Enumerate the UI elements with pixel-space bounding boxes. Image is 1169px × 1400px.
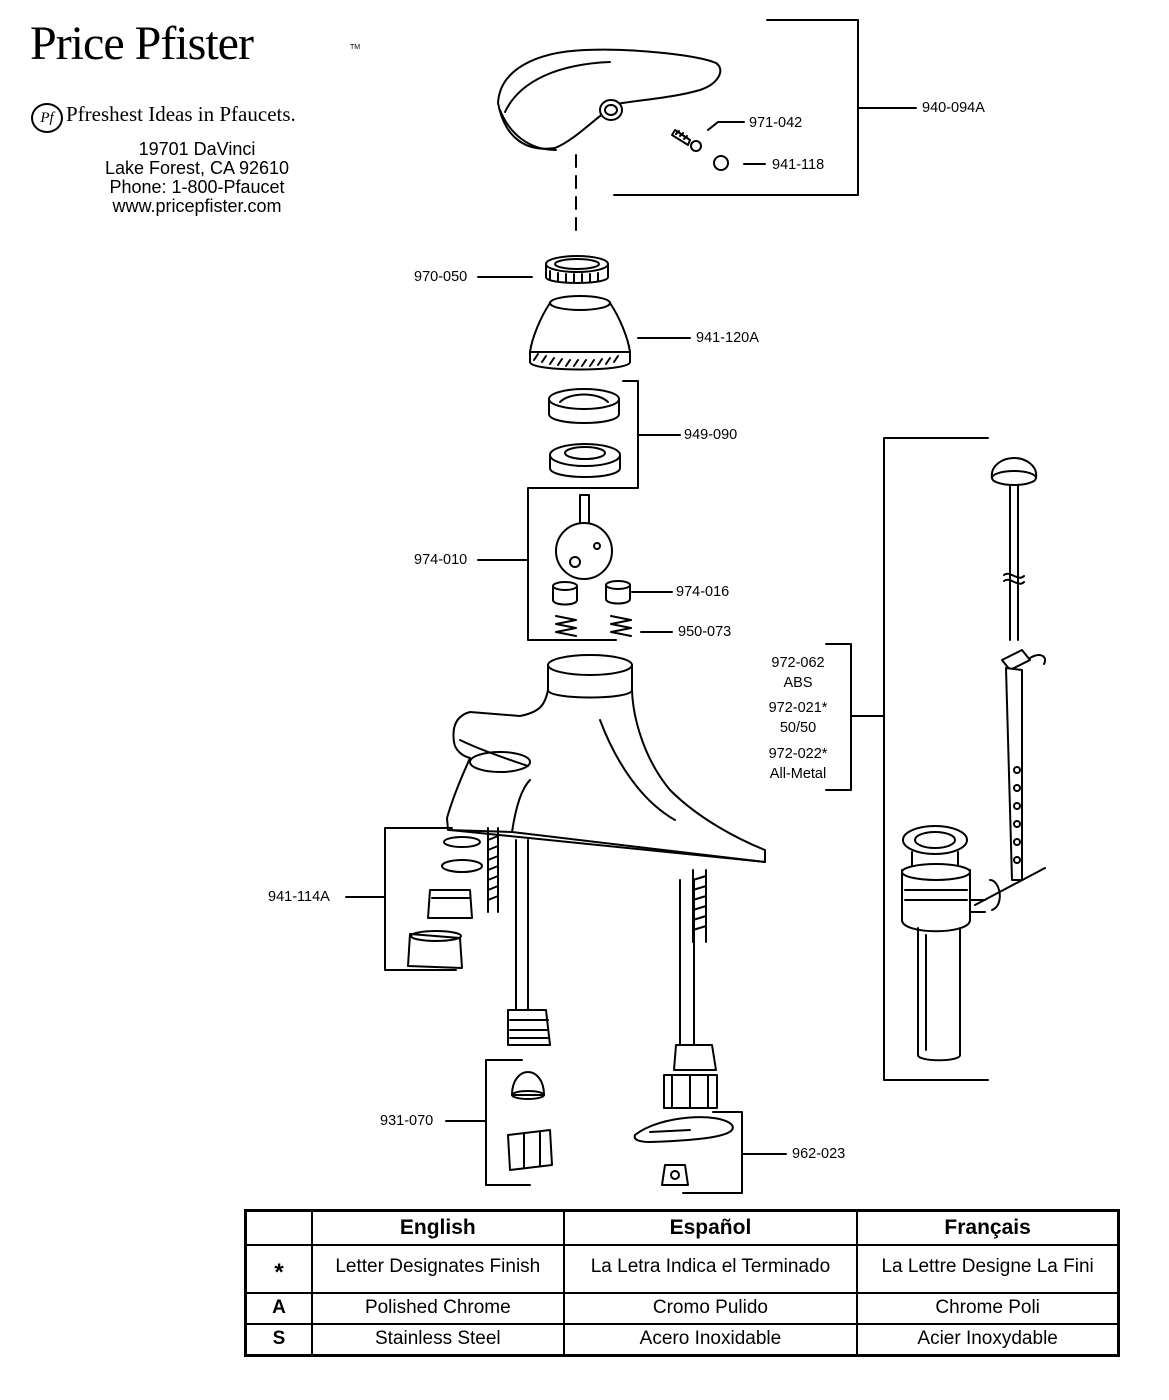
part-label-drain-abs: 972-062 ABS (756, 655, 840, 691)
part-label-seats: 974-016 (676, 584, 730, 600)
part-label-screw: 971-042 (749, 115, 803, 131)
legend-header-french: Français (856, 1209, 1120, 1246)
drain-abs-number: 972-062 (771, 655, 825, 671)
legend-cell-french: Acier Inoxydable (856, 1322, 1120, 1357)
gasket-drawing (633, 1116, 734, 1186)
legend-cell-spanish: Cromo Pulido (562, 1292, 859, 1325)
cap-drawing (529, 295, 631, 371)
aerator-bracket (384, 827, 457, 971)
legend-cell-spanish: Acero Inoxidable (562, 1322, 859, 1357)
legend-header-english: English (311, 1209, 565, 1246)
button-drawing (713, 155, 729, 171)
cam-packing-bracket (527, 380, 639, 641)
legend-row: * Letter Designates Finish La Letra Indi… (244, 1244, 1120, 1294)
pf-logo-icon: Pf (31, 103, 63, 133)
legend-row: S Stainless Steel Acero Inoxidable Acier… (244, 1322, 1120, 1357)
part-label-drain-metal: 972-022* All-Metal (756, 746, 840, 782)
part-label-button: 941-118 (772, 157, 825, 173)
packing-drawing (549, 443, 621, 478)
legend-header-key (244, 1209, 313, 1246)
address-phone: Phone: 1-800-Pfaucet (109, 177, 285, 197)
legend-cell-french: Chrome Poli (856, 1292, 1120, 1325)
legend-cell-english: Polished Chrome (311, 1292, 565, 1325)
supply-line-right-drawing (663, 869, 718, 1109)
address-website: www.pricepfister.com (112, 196, 282, 216)
drain-rod-drawing (974, 649, 1046, 911)
fittings-bracket (485, 1059, 531, 1186)
adjusting-ring-drawing (545, 255, 609, 284)
supply-fittings-drawing (507, 1071, 553, 1171)
cam-drawing (548, 388, 620, 424)
part-label-adjusting-ring: 970-050 (414, 269, 468, 285)
part-label-aerator: 941-114A (268, 889, 330, 905)
part-label-fittings: 931-070 (380, 1113, 434, 1129)
handle-drawing (497, 48, 722, 151)
part-label-cam-packing: 949-090 (684, 427, 738, 443)
part-label-drain-5050: 972-021* 50/50 (756, 700, 840, 736)
supply-line-left-drawing (487, 827, 551, 1046)
aerator-drawing (407, 836, 483, 969)
legend-row: A Polished Chrome Cromo Pulido Chrome Po… (244, 1292, 1120, 1325)
part-label-cap: 941-120A (696, 330, 759, 346)
part-label-gasket: 962-023 (792, 1146, 846, 1162)
legend-cell-spanish: La Letra Indica el Terminado (562, 1244, 859, 1294)
legend-key: A (244, 1292, 313, 1325)
drain-abs-note: ABS (783, 675, 813, 691)
address-city: Lake Forest, CA 92610 (104, 158, 290, 178)
company-address: 19701 DaVinci Lake Forest, CA 92610 Phon… (82, 140, 312, 216)
drain-5050-number: 972-021* (768, 700, 828, 716)
legend-key: * (244, 1244, 313, 1294)
screw-drawing (671, 129, 702, 152)
drain-stopper-drawing (990, 457, 1038, 641)
springs-drawing (555, 615, 632, 637)
drain-metal-number: 972-022* (768, 746, 828, 762)
address-street: 19701 DaVinci (138, 139, 256, 159)
legend-key: S (244, 1322, 313, 1357)
part-label-ball: 974-010 (414, 552, 468, 568)
screw-leader (707, 121, 745, 131)
drain-metal-note: All-Metal (769, 766, 827, 782)
trademark-mark: TM (350, 44, 361, 51)
drain-body-drawing (901, 825, 986, 1062)
drain-bracket (883, 437, 989, 1081)
part-label-springs: 950-073 (678, 624, 732, 640)
brand-tagline: Pfreshest Ideas in Pfaucets. (66, 102, 296, 126)
ball-drawing (555, 494, 613, 580)
legend-cell-english: Letter Designates Finish (311, 1244, 565, 1294)
faucet-body-drawing (446, 654, 766, 863)
finish-legend-table: English Español Français * Letter Design… (244, 1209, 1120, 1357)
part-label-handle: 940-094A (922, 100, 985, 116)
legend-cell-french: La Lettre Designe La Fini (856, 1244, 1120, 1294)
brand-logo-text: Price Pfister (30, 17, 254, 70)
drain-5050-note: 50/50 (779, 720, 817, 736)
gasket-bracket (682, 1111, 743, 1194)
legend-header-spanish: Español (562, 1209, 859, 1246)
legend-header-row: English Español Français (244, 1209, 1120, 1246)
seats-drawing (552, 580, 631, 606)
legend-cell-english: Stainless Steel (311, 1322, 565, 1357)
